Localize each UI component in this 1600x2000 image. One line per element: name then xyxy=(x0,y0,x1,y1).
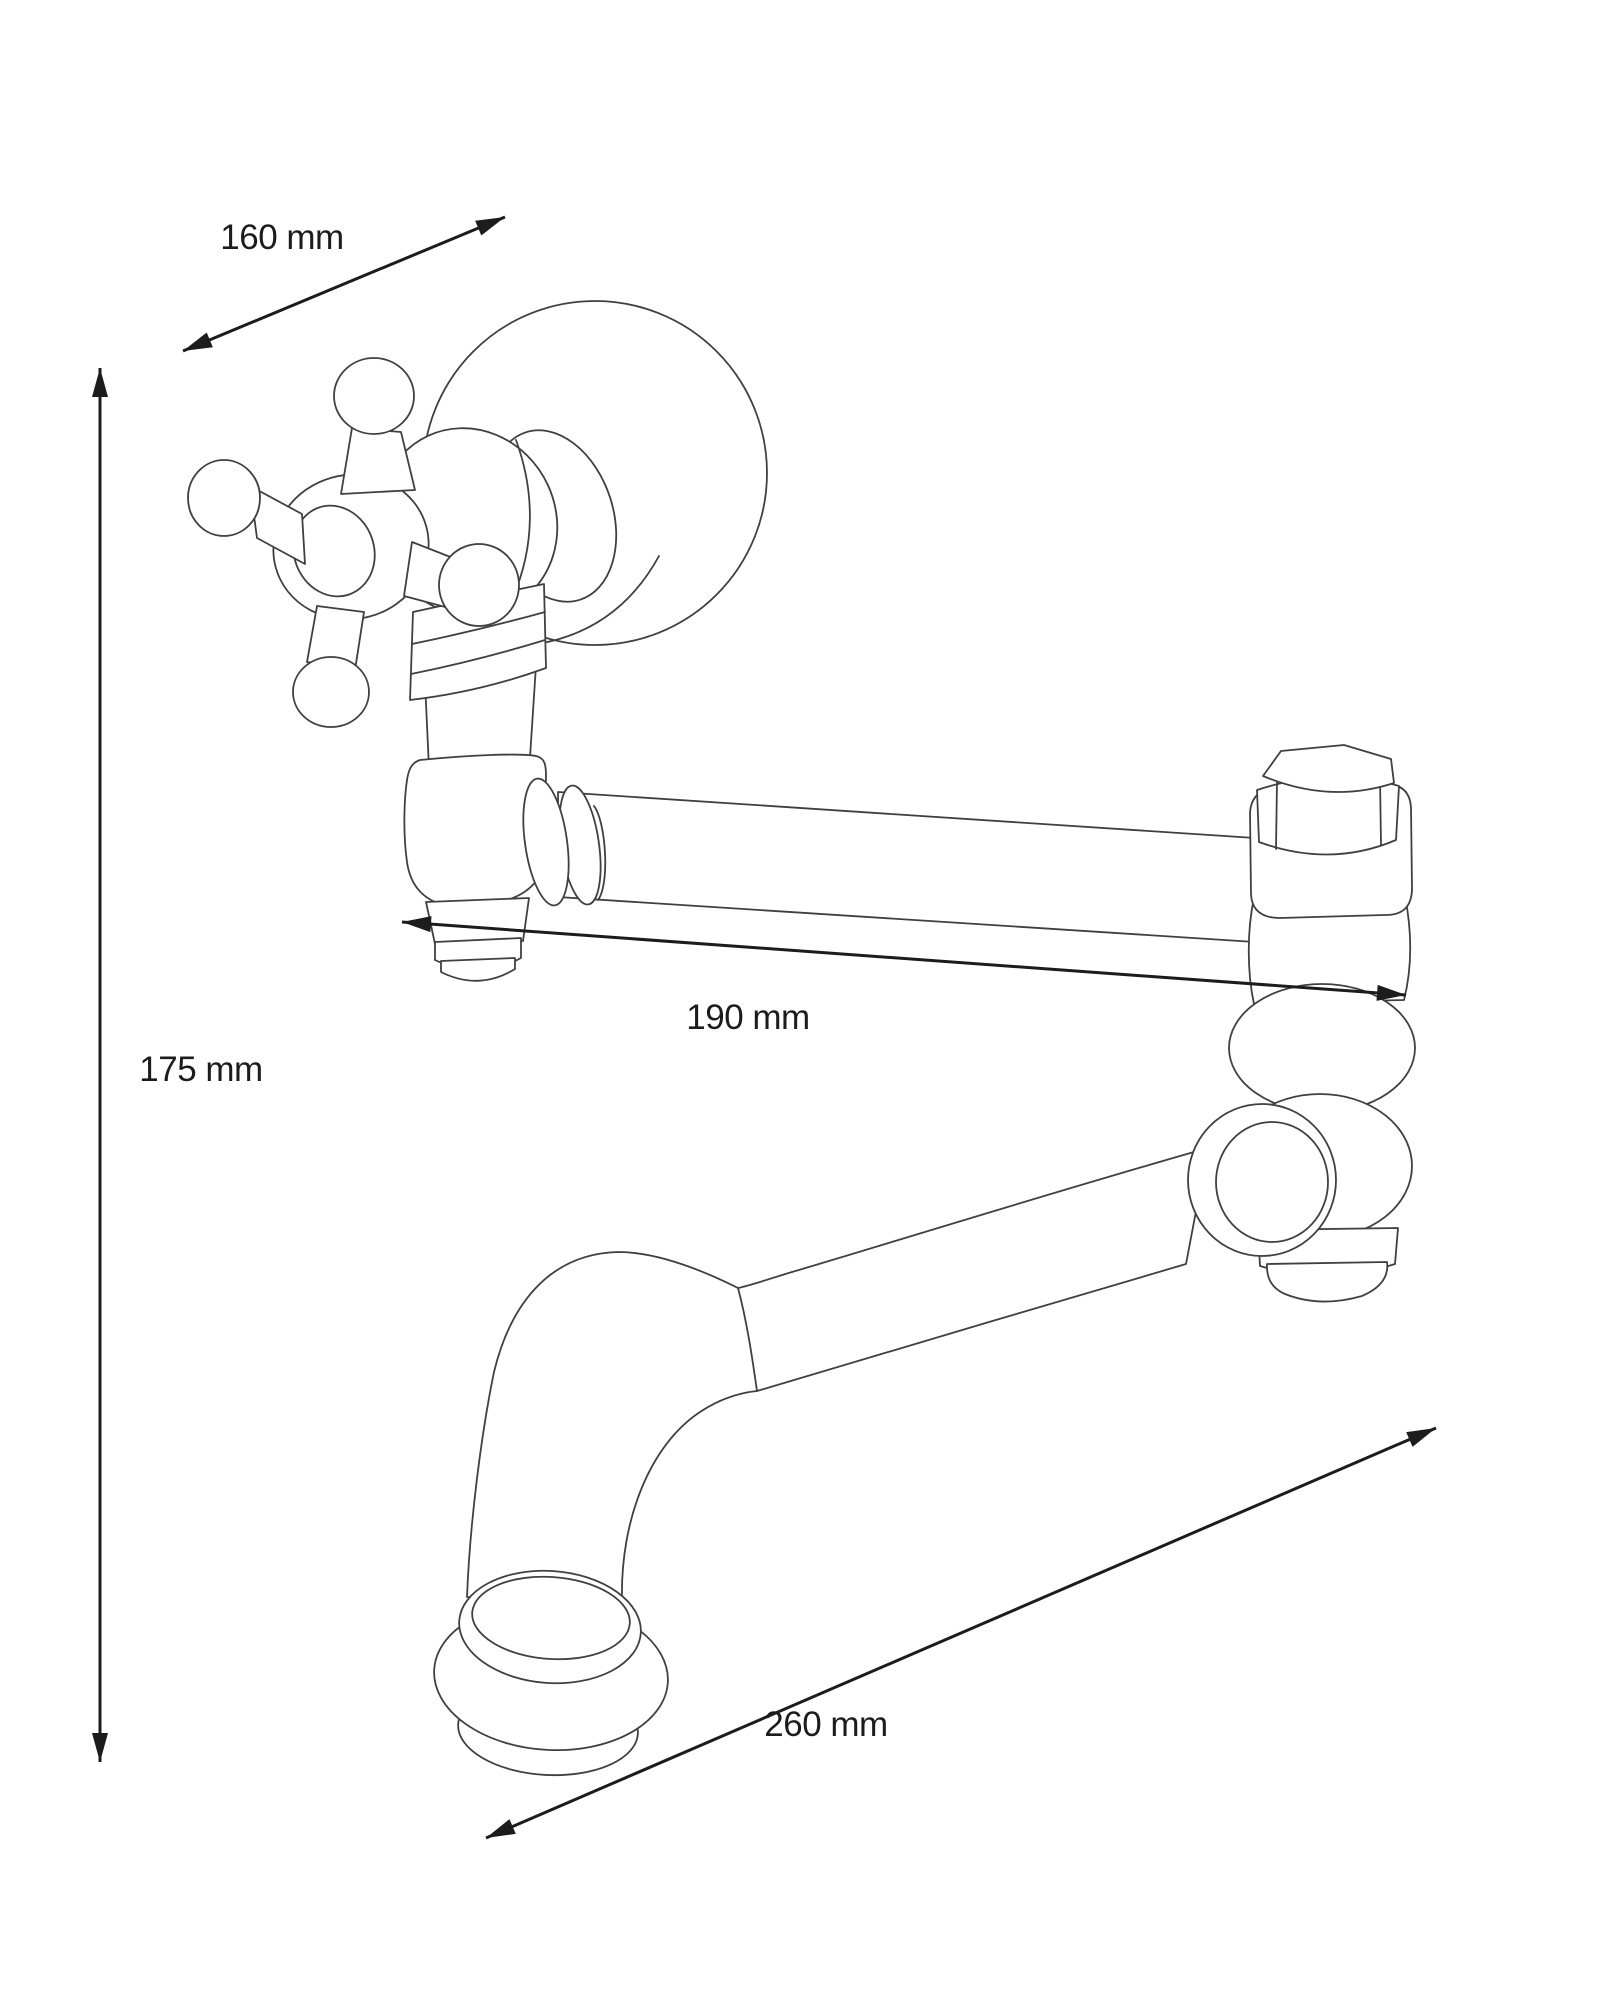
collar-ring-line xyxy=(410,639,546,675)
spout-kink-line xyxy=(737,1287,758,1392)
handle-knob xyxy=(292,656,370,728)
dim-arrow-160mm xyxy=(182,215,506,353)
hex-cap-top-face xyxy=(1262,744,1395,793)
valve-outlet-neck xyxy=(425,897,530,945)
pipe-end-seam xyxy=(593,805,607,901)
handle-knob xyxy=(438,543,520,627)
dim-label-260mm: 260 mm xyxy=(764,1705,887,1744)
valve-outlet-lip xyxy=(440,957,516,982)
lower-spout-tube xyxy=(466,1147,1209,1602)
dim-label-160mm: 160 mm xyxy=(220,218,343,257)
upper-arm-pipe xyxy=(557,791,1256,943)
pipe-connector-ring xyxy=(522,777,570,907)
handle-spoke xyxy=(249,485,306,565)
collar-ring-line xyxy=(411,611,546,645)
dimension-annotations: 160 mm 175 mm 190 mm 260 mm xyxy=(92,215,1437,1840)
dim-label-190mm: 190 mm xyxy=(686,998,809,1037)
handle-knob xyxy=(333,357,415,435)
spout-swivel-ring-inner xyxy=(1215,1121,1329,1243)
hex-cap-seams xyxy=(1275,777,1382,850)
dim-arrow-260mm xyxy=(485,1426,1437,1840)
faucet-drawing xyxy=(187,300,1416,1777)
handle-spoke xyxy=(340,427,416,495)
cross-handle-ring-hole xyxy=(292,504,376,598)
bonnet-seam-line xyxy=(512,439,531,598)
dim-label-175mm: 175 mm xyxy=(139,1050,262,1089)
handle-knob xyxy=(187,459,261,537)
swivel-bottom-cap xyxy=(1266,1261,1389,1303)
swivel-middle-ball xyxy=(1228,983,1416,1113)
dim-arrow-190mm xyxy=(401,916,1407,1001)
